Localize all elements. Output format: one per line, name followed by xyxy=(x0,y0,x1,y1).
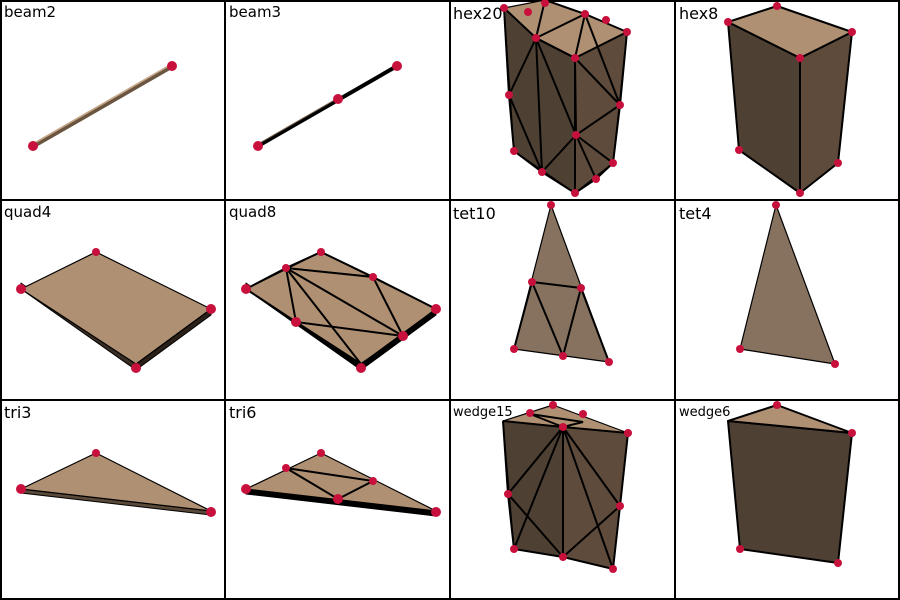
panel-label-wedge15: wedge15 xyxy=(453,405,513,420)
panel-tri6: tri6 xyxy=(229,403,441,517)
panel-label-tri6: tri6 xyxy=(229,403,256,422)
panel-label-hex8: hex8 xyxy=(679,4,718,23)
panel-beam3: beam3 xyxy=(229,3,402,151)
panel-hex8: hex8 xyxy=(679,2,856,197)
tet10-faces xyxy=(513,204,610,363)
wedge15-faces xyxy=(502,404,629,570)
panel-tet4: tet4 xyxy=(679,201,839,368)
panel-wedge15: wedge15 xyxy=(453,401,632,573)
beam3-nodes xyxy=(253,61,402,151)
panel-label-tet10: tet10 xyxy=(453,204,496,223)
hex8-nodes xyxy=(724,2,856,197)
hex8-faces xyxy=(727,5,853,194)
panel-tri3: tri3 xyxy=(4,403,216,517)
hex20-faces xyxy=(503,0,628,194)
tet4-nodes xyxy=(736,201,839,368)
panel-label-wedge6: wedge6 xyxy=(679,405,730,420)
tri6-faces xyxy=(245,452,437,517)
tri6-edges xyxy=(285,467,377,501)
tri3-nodes xyxy=(16,449,216,517)
wedge6-faces xyxy=(727,404,853,564)
tet4-faces xyxy=(739,204,836,365)
panel-quad8: quad8 xyxy=(229,203,441,373)
quad8-faces xyxy=(245,251,437,371)
panel-wedge6: wedge6 xyxy=(679,401,856,567)
tri3-faces xyxy=(20,452,212,516)
panel-label-tri3: tri3 xyxy=(4,403,31,422)
beam2-nodes xyxy=(28,61,177,151)
panel-hex20: hex20 xyxy=(453,0,631,197)
panel-label-beam3: beam3 xyxy=(229,3,281,21)
beam3-element-geometry xyxy=(257,64,398,148)
panel-label-hex20: hex20 xyxy=(453,4,503,23)
quad8-nodes xyxy=(241,248,441,373)
quad4-nodes xyxy=(16,248,216,373)
panel-label-tet4: tet4 xyxy=(679,204,712,223)
panel-label-quad8: quad8 xyxy=(229,203,276,221)
hex20-nodes xyxy=(500,0,631,197)
tet10-nodes xyxy=(510,201,613,366)
panel-beam2: beam2 xyxy=(4,3,177,151)
beam2-element-geometry xyxy=(31,63,174,149)
tri6-nodes xyxy=(241,449,441,517)
panel-tet10: tet10 xyxy=(453,201,613,366)
panel-quad4: quad4 xyxy=(4,203,216,373)
panel-label-quad4: quad4 xyxy=(4,203,51,221)
wedge6-nodes xyxy=(736,401,856,567)
wedge15-nodes xyxy=(504,401,632,573)
panel-label-beam2: beam2 xyxy=(4,3,56,21)
quad4-faces xyxy=(20,251,212,371)
